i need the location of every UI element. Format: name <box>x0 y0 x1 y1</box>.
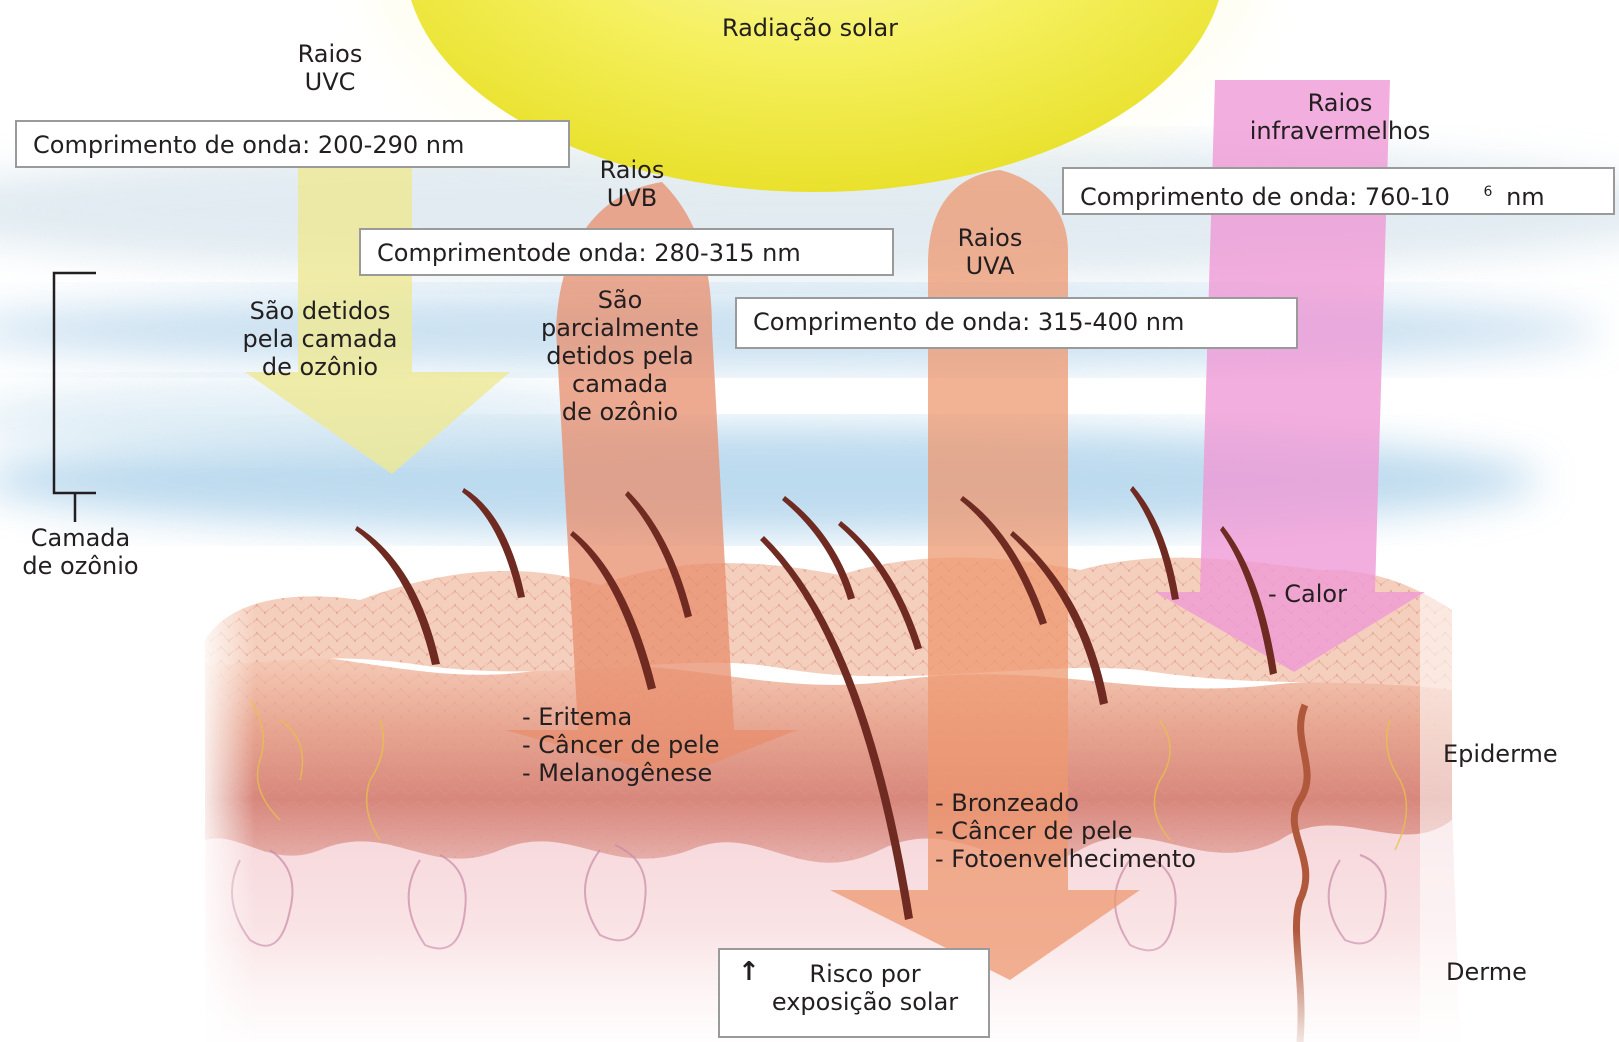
uva-wavelength-box: Comprimento de onda: 315-400 nm <box>735 297 1298 349</box>
infrared-label: Raios infravermelhos <box>1220 89 1460 145</box>
uvb-effect: São parcialmente detidos pela camada de … <box>515 286 725 426</box>
uva-effect-item: - Fotoenvelhecimento <box>935 845 1196 873</box>
infrared-effect-item: - Calor <box>1268 580 1347 608</box>
uvb-effect-item: - Melanogênese <box>522 759 719 787</box>
infrared-wavelength-box: Comprimento de onda: 760-10 6 nm <box>1062 167 1615 215</box>
infrared-wavelength-unit: nm <box>1506 183 1545 211</box>
risk-legend-text: Risco por exposição solar <box>720 960 992 1016</box>
uvc-effect: São detidos pela camada de ozônio <box>225 297 415 381</box>
uvb-effect-item: - Câncer de pele <box>522 731 719 759</box>
uva-skin-effects: - Bronzeado - Câncer de pele - Fotoenvel… <box>935 789 1196 873</box>
risk-legend-box: ↑ Risco por exposição solar <box>718 948 990 1038</box>
epidermis-label: Epiderme <box>1443 740 1558 768</box>
uvb-wavelength-box: Comprimentode onda: 280-315 nm <box>359 228 894 276</box>
dermis-label: Derme <box>1446 958 1527 986</box>
infrared-wavelength-exponent: 6 <box>1484 184 1493 200</box>
diagram-title: Radiação solar <box>690 14 930 42</box>
uvb-skin-effects: - Eritema - Câncer de pele - Melanogênes… <box>522 703 719 787</box>
uva-label: Raios UVA <box>935 224 1045 280</box>
uvb-label: Raios UVB <box>572 156 692 212</box>
ozone-layer-label: Camada de ozônio <box>8 524 153 580</box>
uvc-label: Raios UVC <box>255 40 405 96</box>
uva-effect-item: - Câncer de pele <box>935 817 1196 845</box>
uvc-wavelength-box: Comprimento de onda: 200-290 nm <box>15 120 570 168</box>
infrared-wavelength-text: Comprimento de onda: 760-10 <box>1080 183 1450 211</box>
uvb-effect-item: - Eritema <box>522 703 719 731</box>
uva-effect-item: - Bronzeado <box>935 789 1196 817</box>
